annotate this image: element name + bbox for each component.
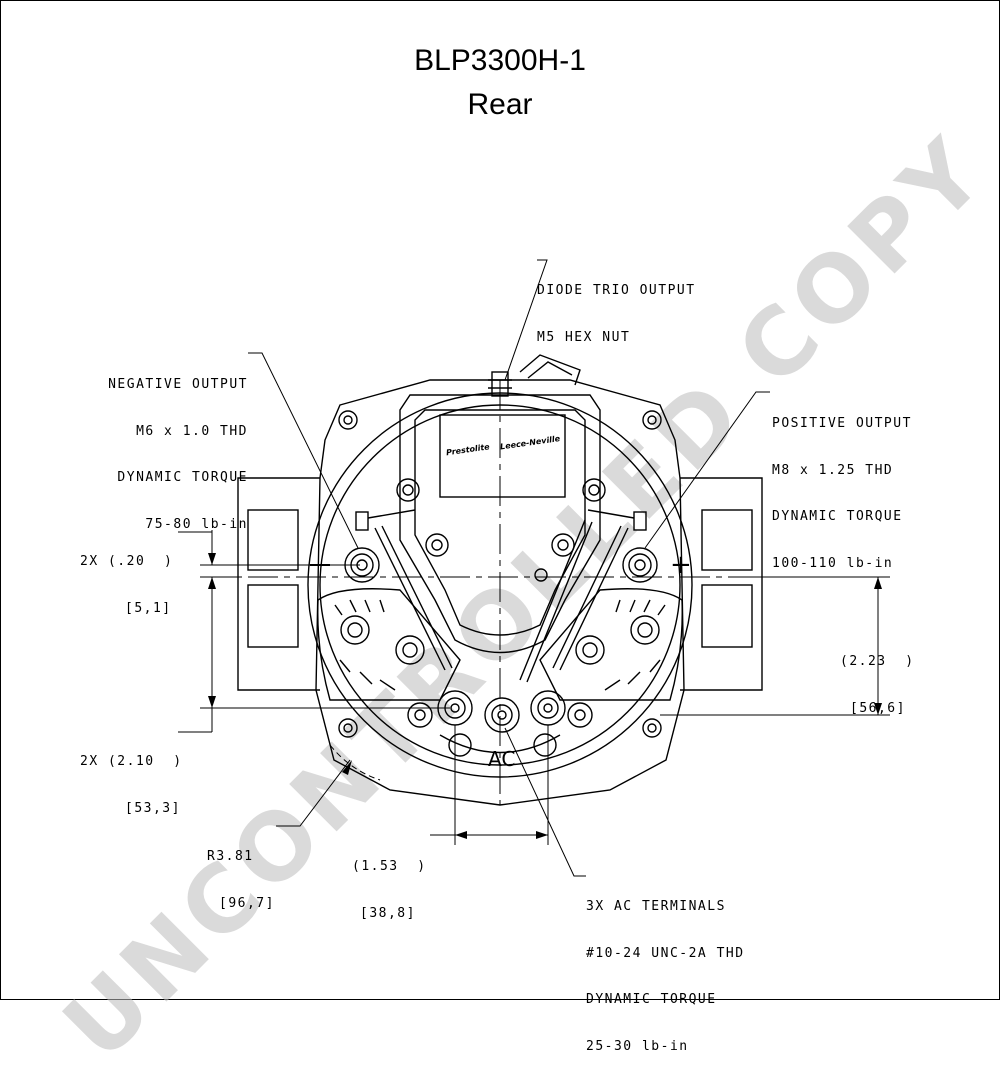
positive-output-line-2: M8 x 1.25 THD (772, 462, 894, 478)
ac-terminals-line-2: #10-24 UNC-2A THD (586, 945, 745, 961)
ac-terminals-line-1: 3X AC TERMINALS (586, 899, 726, 914)
diode-trio-line-1: DIODE TRIO OUTPUT (537, 283, 696, 298)
radius-arc (329, 744, 381, 781)
dimension-ac-spacing: (1.53 ) [38,8] (352, 828, 427, 937)
negative-output-line-1: NEGATIVE OUTPUT (108, 377, 248, 392)
dimension-offset-top-metric: [5,1] (125, 600, 172, 616)
ac-terminals-line-4: 25-30 lb-in (586, 1038, 689, 1054)
negative-output-line-2: M6 x 1.0 THD (136, 423, 248, 439)
brand-left-label: Prestolite (446, 442, 491, 457)
stator-leads (374, 519, 629, 683)
negative-output-line-3: DYNAMIC TORQUE (117, 470, 248, 485)
positive-output-line-4: 100-110 lb-in (772, 555, 894, 571)
dimension-offset-top: 2X (.20 ) [5,1] (80, 523, 173, 632)
dimension-ac-spacing-metric: [38,8] (360, 905, 416, 921)
regulator-nuts (396, 478, 606, 582)
corner-bolts (338, 410, 662, 738)
dimension-radius-metric: [96,7] (219, 895, 275, 911)
negative-output-line-4: 75-80 lb-in (145, 516, 248, 532)
brand-right-label: Leece-Neville (500, 434, 562, 451)
diode-trio-callout: DIODE TRIO OUTPUT M5 HEX NUT (537, 252, 696, 361)
diode-trio-stud (488, 354, 581, 397)
alternator-rear-drawing: Prestolite Leece-Neville + (178, 259, 890, 877)
dimension-offset-top-imperial: 2X (.20 ) (80, 554, 174, 569)
dimension-right-height-imperial: (2.23 ) (840, 654, 915, 669)
mounting-ear-left (237, 477, 320, 691)
regulator-label-plate (439, 414, 566, 498)
dimension-offset-bottom: 2X (2.10 ) [53,3] (80, 723, 183, 832)
dimension-radius: R3.81 [96,7] (207, 818, 275, 927)
dimension-lines (188, 530, 890, 845)
rectifier-right (539, 588, 683, 728)
diode-trio-line-2: M5 HEX NUT (537, 329, 631, 345)
ac-terminals-callout: 3X AC TERMINALS #10-24 UNC-2A THD DYNAMI… (586, 868, 745, 1070)
dimension-right-height: (2.23 ) [56,6] (840, 623, 915, 732)
ac-label: AC (488, 747, 515, 771)
plus-sign: + (670, 550, 692, 580)
dimension-arrows (208, 553, 882, 839)
negative-terminal (310, 509, 416, 583)
drawing-subtitle: Rear (467, 88, 533, 121)
regulator-housing (399, 394, 601, 654)
mounting-ear-right (680, 477, 763, 691)
dimension-ac-spacing-imperial: (1.53 ) (352, 859, 427, 874)
positive-output-line-1: POSITIVE OUTPUT (772, 416, 912, 431)
dimension-right-height-metric: [56,6] (850, 700, 906, 716)
regulator-inner (414, 409, 586, 636)
dimension-offset-bottom-metric: [53,3] (125, 800, 181, 816)
negative-output-callout: NEGATIVE OUTPUT M6 x 1.0 THD DYNAMIC TOR… (60, 346, 248, 548)
positive-terminal (587, 509, 658, 583)
leader-lines (178, 259, 770, 877)
positive-output-line-3: DYNAMIC TORQUE (772, 509, 903, 524)
dimension-offset-bottom-imperial: 2X (2.10 ) (80, 754, 183, 769)
drawing-title: BLP3300H-1 (414, 44, 586, 77)
housing-outline (315, 379, 685, 806)
center-lines (200, 380, 800, 805)
positive-output-callout: POSITIVE OUTPUT M8 x 1.25 THD DYNAMIC TO… (772, 385, 912, 587)
dimension-radius-imperial: R3.81 (207, 849, 254, 864)
